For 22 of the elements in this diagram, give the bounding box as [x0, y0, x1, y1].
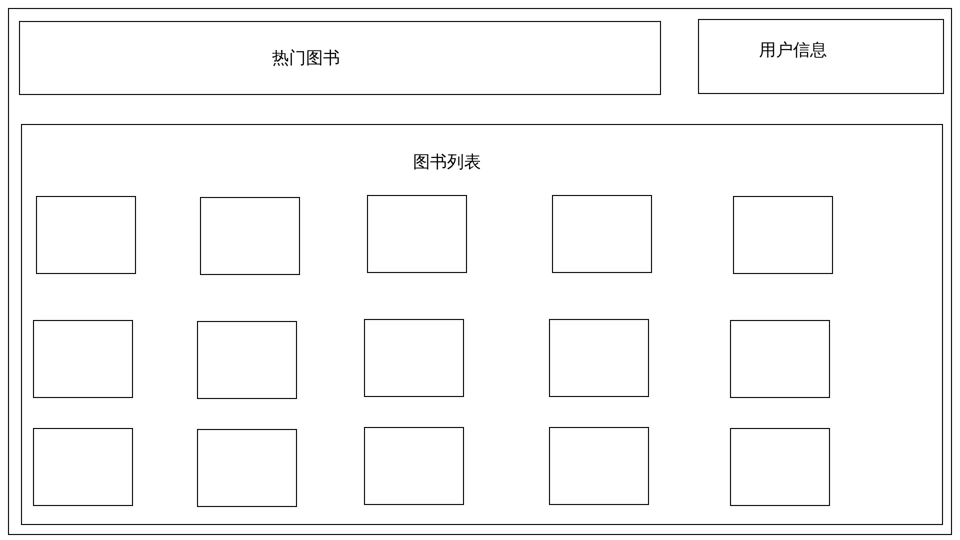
section-panel	[19, 21, 661, 95]
book-card	[549, 319, 649, 397]
book-card	[33, 320, 133, 398]
book-card	[33, 428, 133, 506]
book-card	[364, 427, 464, 505]
section-title: 图书列表	[413, 152, 481, 174]
book-card	[36, 196, 136, 274]
book-card	[552, 195, 652, 273]
book-card	[730, 428, 830, 506]
book-card	[733, 196, 833, 274]
section-panel	[21, 124, 943, 525]
book-card	[367, 195, 467, 273]
book-card	[364, 319, 464, 397]
book-card	[197, 429, 297, 507]
book-card	[200, 197, 300, 275]
book-card	[730, 320, 830, 398]
book-card	[197, 321, 297, 399]
section-title: 用户信息	[759, 40, 827, 62]
section-panel	[698, 19, 944, 94]
book-card	[549, 427, 649, 505]
page-frame	[8, 8, 952, 535]
section-title: 热门图书	[272, 48, 340, 70]
